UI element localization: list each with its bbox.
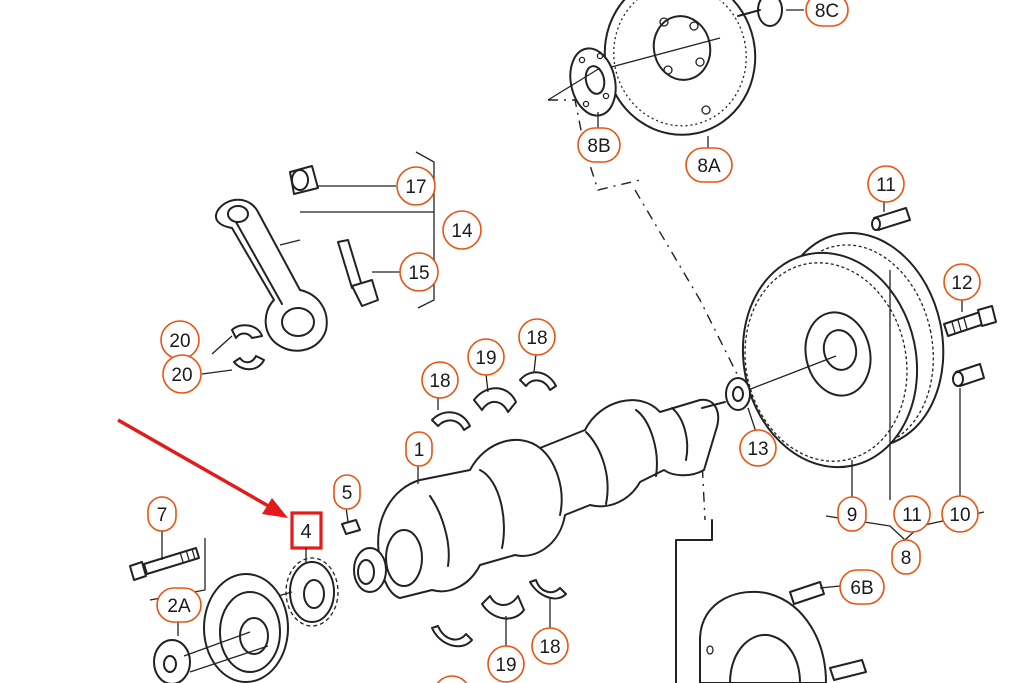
svg-text:19: 19 [475, 348, 496, 369]
bolt-8c-drawing [737, 0, 783, 27]
callout-8b[interactable]: 8B [577, 127, 621, 163]
bearing-shells-drawing [431, 371, 567, 648]
bearing-13-drawing [725, 377, 751, 411]
callout-18-top[interactable]: 18 [518, 318, 556, 356]
callout-11-bottom[interactable]: 11 [893, 495, 931, 533]
callout-12[interactable]: 12 [943, 263, 981, 301]
callout-17[interactable]: 17 [396, 166, 436, 206]
small-parts-right-drawing [871, 207, 997, 387]
callout-20-lower[interactable]: 20 [162, 354, 202, 394]
bolt-7-drawing [129, 538, 206, 601]
svg-text:18: 18 [429, 371, 450, 392]
sender-wheel-drawing [699, 581, 867, 683]
svg-text:5: 5 [342, 483, 353, 504]
svg-text:14: 14 [451, 221, 473, 242]
callout-13[interactable]: 13 [739, 429, 777, 467]
svg-text:8A: 8A [697, 156, 721, 177]
callout-6b[interactable]: 6B [839, 569, 885, 605]
callouts: 8C 8B 8A 17 14 15 20 20 [147, 0, 981, 683]
highlighted-part-4[interactable]: 4 [290, 511, 323, 562]
svg-text:8B: 8B [587, 136, 610, 157]
callout-8c[interactable]: 8C [805, 0, 849, 27]
crankshaft-drawing [353, 398, 726, 599]
svg-text:20: 20 [171, 365, 192, 386]
callout-18-left[interactable]: 18 [421, 361, 459, 399]
svg-text:8C: 8C [815, 1, 839, 22]
svg-text:15: 15 [408, 263, 429, 284]
callout-18-bottom[interactable]: 18 [531, 627, 569, 665]
highlight-arrow [117, 418, 288, 518]
svg-text:6B: 6B [850, 578, 873, 599]
svg-text:18: 18 [526, 328, 547, 349]
connecting-rod-drawing [214, 165, 379, 371]
flywheel-8a-drawing [599, 0, 757, 136]
vibration-damper-drawing [153, 573, 289, 683]
callout-10[interactable]: 10 [941, 495, 979, 533]
svg-text:11: 11 [902, 505, 922, 526]
svg-text:13: 13 [747, 439, 768, 460]
svg-text:10: 10 [949, 505, 970, 526]
spacer-plate-8b-drawing [569, 47, 617, 117]
svg-text:17: 17 [405, 177, 426, 198]
callout-14[interactable]: 14 [442, 210, 482, 250]
callout-19-bottom[interactable]: 19 [487, 645, 525, 683]
callout-5[interactable]: 5 [333, 474, 361, 510]
callout-11-top[interactable]: 11 [867, 165, 905, 203]
callout-8[interactable]: 8 [891, 539, 921, 575]
callout-20-upper[interactable]: 20 [160, 320, 200, 360]
svg-text:1: 1 [414, 440, 425, 461]
svg-text:9: 9 [847, 505, 858, 526]
svg-text:8: 8 [901, 548, 912, 569]
callout-15[interactable]: 15 [399, 252, 439, 292]
callout-1[interactable]: 1 [405, 431, 433, 467]
key-5-drawing [341, 519, 361, 535]
leader-lines [161, 9, 963, 646]
callout-7[interactable]: 7 [147, 496, 177, 532]
svg-text:20: 20 [169, 331, 190, 352]
svg-text:7: 7 [157, 505, 168, 526]
callout-19-top[interactable]: 19 [467, 338, 505, 376]
sprocket-4-drawing [263, 557, 339, 627]
line-art [129, 0, 997, 683]
svg-text:19: 19 [495, 655, 516, 676]
highlight-label: 4 [300, 521, 311, 543]
dual-mass-flywheel-drawing [741, 231, 945, 469]
callout-8a[interactable]: 8A [685, 147, 733, 183]
callout-9[interactable]: 9 [837, 496, 867, 532]
callout-partial-bottom [436, 675, 468, 683]
svg-text:12: 12 [951, 273, 972, 294]
callout-2a[interactable]: 2A [156, 587, 202, 623]
svg-text:18: 18 [539, 637, 560, 658]
svg-text:11: 11 [876, 175, 896, 196]
svg-text:2A: 2A [167, 596, 191, 617]
